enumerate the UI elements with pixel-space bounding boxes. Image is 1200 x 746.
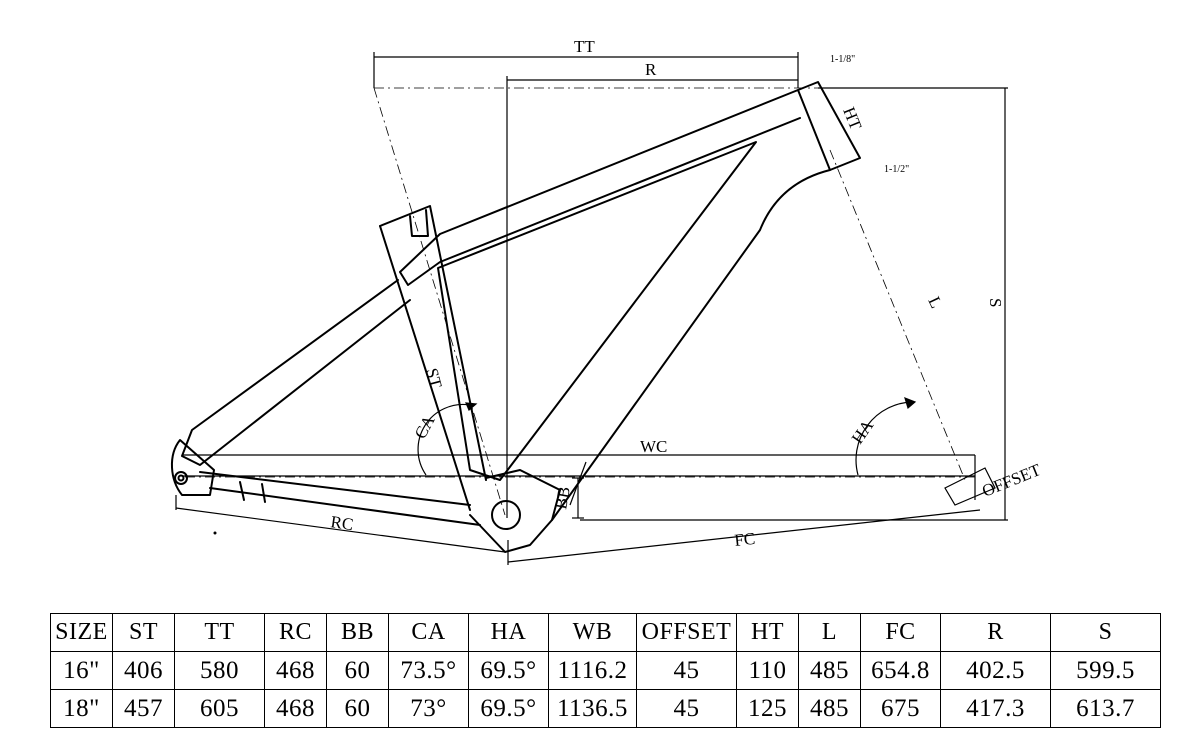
wc-label: WC: [640, 437, 667, 456]
r-label: R: [645, 60, 657, 79]
table-cell: 417.3: [940, 689, 1051, 728]
table-header-cell: R: [940, 613, 1051, 652]
table-cell: 45: [636, 651, 737, 690]
offset-label: OFFSET: [979, 460, 1044, 501]
stray-dot: [213, 531, 217, 535]
table-cell: 468: [264, 651, 327, 690]
table-cell: 60: [326, 689, 389, 728]
table-cell: 605: [174, 689, 265, 728]
table-cell: 402.5: [940, 651, 1051, 690]
st-label: ST: [422, 366, 446, 391]
table-cell: 45: [636, 689, 737, 728]
head-top-size-label: 1-1/8": [830, 54, 855, 65]
table-header-cell: RC: [264, 613, 327, 652]
table-header-cell: HA: [468, 613, 549, 652]
centre-lines: [185, 87, 975, 516]
table-cell: 16": [50, 651, 113, 690]
table-cell: 654.8: [860, 651, 941, 690]
table-header-cell: WB: [548, 613, 637, 652]
table-cell: 580: [174, 651, 265, 690]
table-cell: 73°: [388, 689, 469, 728]
table-cell: 69.5°: [468, 651, 549, 690]
table-cell: 599.5: [1050, 651, 1161, 690]
table-header-cell: SIZE: [50, 613, 113, 652]
table-cell: 485: [798, 689, 861, 728]
table-cell: 485: [798, 651, 861, 690]
table-cell: 457: [112, 689, 175, 728]
table-cell: 1136.5: [548, 689, 637, 728]
table-header-cell: FC: [860, 613, 941, 652]
bb-label: BB: [551, 485, 574, 511]
table-cell: 1116.2: [548, 651, 637, 690]
rc-label: RC: [329, 512, 354, 534]
table-header-cell: L: [798, 613, 861, 652]
table-cell: 18": [50, 689, 113, 728]
tt-label: TT: [574, 37, 595, 56]
table-cell: 125: [736, 689, 799, 728]
s-label: S: [986, 298, 1005, 307]
dimension-lines: [175, 52, 1008, 565]
table-header-cell: CA: [388, 613, 469, 652]
fc-label: FC: [733, 529, 756, 550]
table-cell: 60: [326, 651, 389, 690]
table-cell: 73.5°: [388, 651, 469, 690]
frame-geometry-diagram: TT R 1-1/8" 1-1/2" HT S L ST CA HA WC BB…: [171, 37, 1044, 565]
table-header-cell: TT: [174, 613, 265, 652]
l-label: L: [924, 294, 946, 311]
table-cell: 406: [112, 651, 175, 690]
ca-label: CA: [411, 411, 439, 441]
table-cell: 468: [264, 689, 327, 728]
table-cell: 613.7: [1050, 689, 1161, 728]
table-cell: 110: [736, 651, 799, 690]
table-header-cell: ST: [112, 613, 175, 652]
table-cell: 69.5°: [468, 689, 549, 728]
ha-label: HA: [848, 416, 878, 448]
frame-outline: [171, 81, 861, 553]
table-header-cell: HT: [736, 613, 799, 652]
head-bottom-size-label: 1-1/2": [884, 164, 909, 175]
table-header-cell: OFFSET: [636, 613, 737, 652]
table-header-cell: S: [1050, 613, 1161, 652]
table-header-cell: BB: [326, 613, 389, 652]
table-cell: 675: [860, 689, 941, 728]
